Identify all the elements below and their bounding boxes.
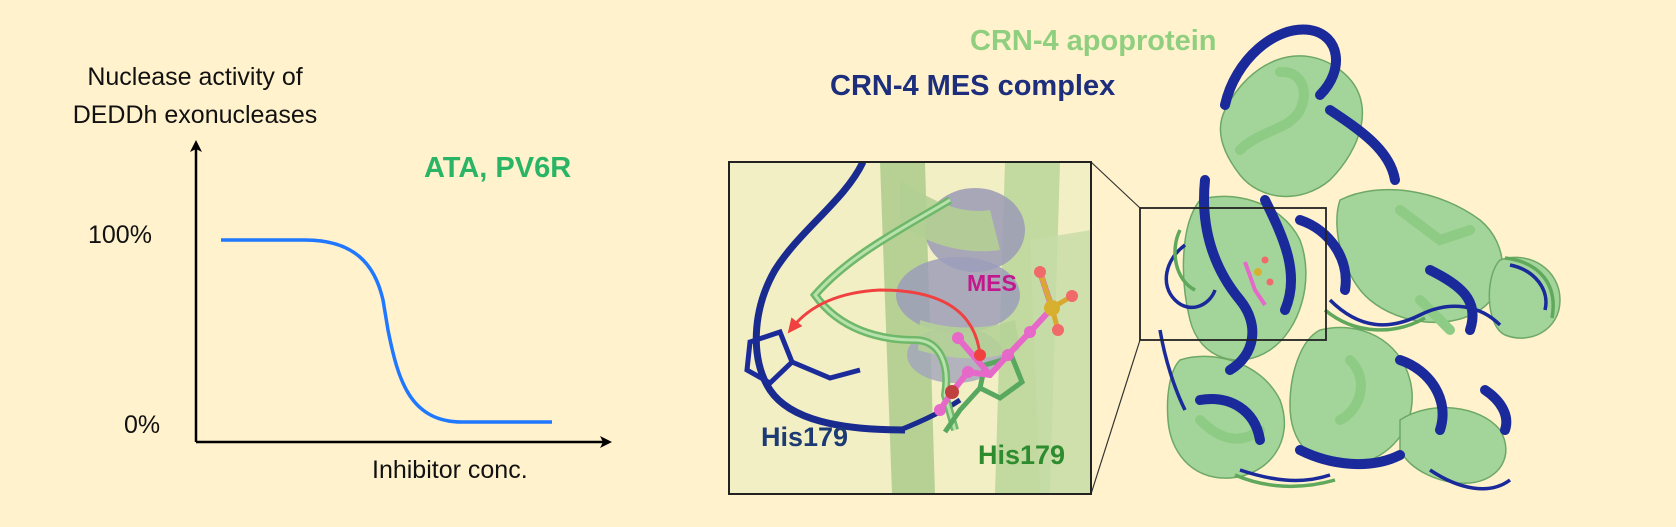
his179-green-label: His179 (978, 440, 1066, 470)
inhibition-curve (221, 238, 552, 424)
movement-arrow (787, 288, 982, 356)
his179-dark-sidechain (744, 328, 861, 387)
inhibitors-label: ATA, PV6R (424, 152, 572, 184)
apoprotein-label: CRN-4 apoprotein (970, 25, 1217, 57)
his179-dark-label: His179 (761, 422, 849, 452)
mes-label: MES (967, 270, 1017, 296)
inset-panel (729, 162, 1091, 494)
y-axis-label: Nuclease activity of DEDDh exonucleases (72, 63, 318, 129)
tick-100: 100% (88, 221, 152, 249)
tick-0: 0% (124, 411, 161, 439)
mes-complex-label: CRN-4 MES complex (830, 70, 1116, 102)
mes-molecule (934, 266, 1078, 416)
protein-structure-overlay (1139, 24, 1561, 491)
inset-frame (728, 161, 1092, 495)
x-axis-label: Inhibitor conc. (372, 456, 528, 484)
activity-plot (190, 140, 612, 448)
zoom-box (1139, 207, 1327, 341)
zoom-connectors (1090, 161, 1141, 495)
